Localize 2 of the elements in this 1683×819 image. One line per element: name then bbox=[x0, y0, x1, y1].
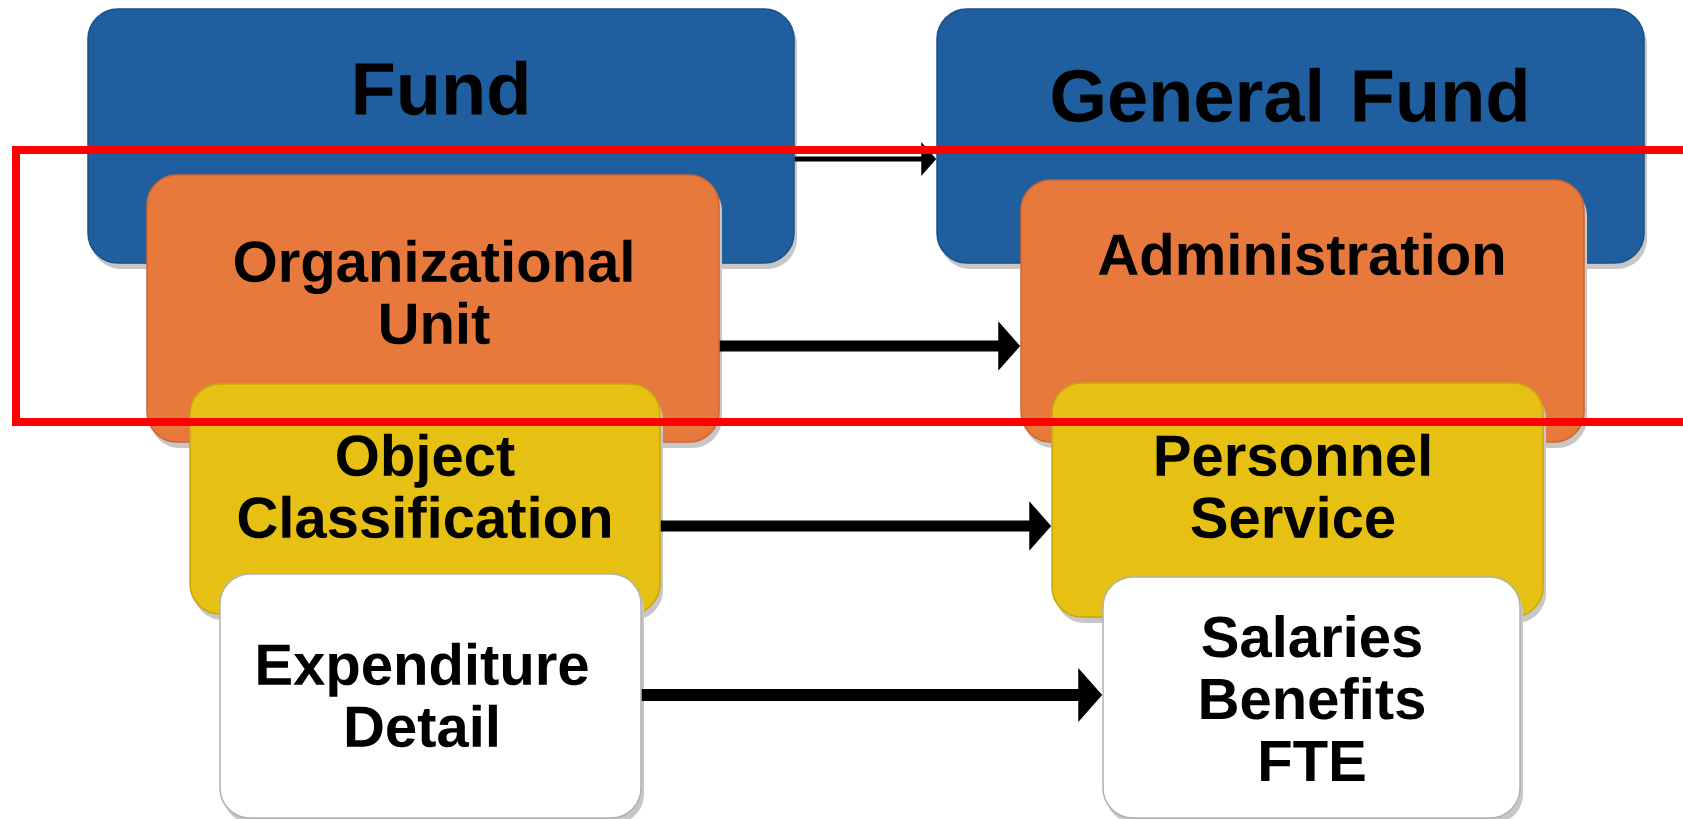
label-box: Salaries Benefits FTE bbox=[1102, 576, 1523, 819]
label-box: Expenditure Detail bbox=[219, 573, 644, 819]
